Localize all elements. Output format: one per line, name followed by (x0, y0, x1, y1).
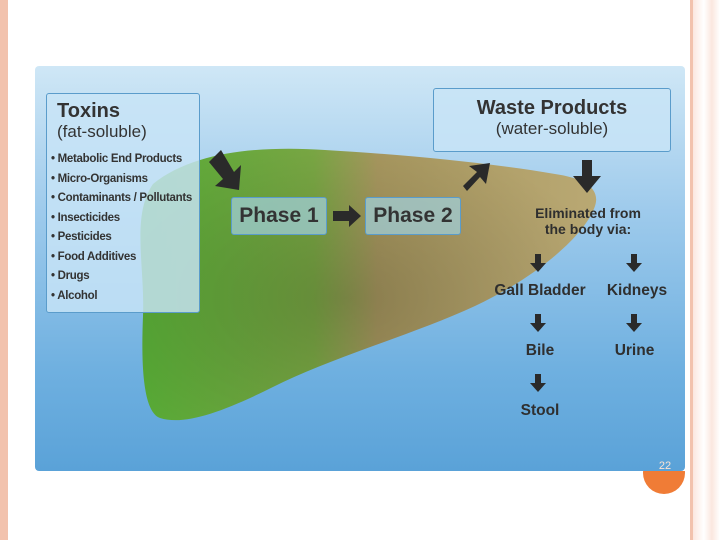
toxins-box: Toxins (fat-soluble) Metabolic End Produ… (46, 93, 200, 313)
waste-products-box: Waste Products (water-soluble) (433, 88, 671, 152)
list-item: Micro-Organisms (51, 170, 199, 190)
arrow-to-urine (626, 314, 642, 332)
list-item: Metabolic End Products (51, 150, 199, 170)
eliminated-heading: Eliminated from the body via: (513, 205, 663, 237)
list-item: Contaminants / Pollutants (51, 189, 199, 209)
phase-2-box: Phase 2 (365, 197, 461, 235)
stool-label: Stool (520, 402, 560, 419)
toxins-subtitle: (fat-soluble) (57, 122, 147, 141)
page-number-badge (643, 471, 685, 494)
urine-label: Urine (614, 342, 655, 359)
page-number: 22 (658, 460, 672, 472)
eliminated-heading-line2: the body via: (544, 221, 632, 237)
list-item: Drugs (51, 267, 199, 287)
bile-label: Bile (525, 342, 555, 359)
arrow-waste-down (573, 160, 601, 193)
arrow-phase1-to-phase2 (333, 205, 361, 227)
arrow-phase2-to-waste (463, 163, 490, 191)
arrow-to-gall-bladder (530, 254, 546, 272)
liver-detox-diagram: Toxins (fat-soluble) Metabolic End Produ… (35, 66, 685, 471)
arrow-to-kidneys (626, 254, 642, 272)
waste-subtitle: (water-soluble) (495, 119, 609, 138)
list-item: Pesticides (51, 228, 199, 248)
arrow-toxins-to-phase1 (209, 150, 241, 190)
arrow-to-stool (530, 374, 546, 392)
list-item: Alcohol (51, 287, 199, 307)
gall-bladder-label: Gall Bladder (494, 282, 586, 299)
toxins-list: Metabolic End Products Micro-Organisms C… (51, 150, 199, 306)
waste-title: Waste Products (476, 97, 628, 119)
list-item: Food Additives (51, 248, 199, 268)
toxins-title: Toxins (57, 100, 120, 122)
list-item: Insecticides (51, 209, 199, 229)
slide-left-border (0, 0, 8, 540)
eliminated-heading-line1: Eliminated from (535, 205, 641, 221)
arrow-to-bile (530, 314, 546, 332)
kidneys-label: Kidneys (606, 282, 668, 299)
slide-right-border (690, 0, 720, 540)
phase-1-box: Phase 1 (231, 197, 327, 235)
